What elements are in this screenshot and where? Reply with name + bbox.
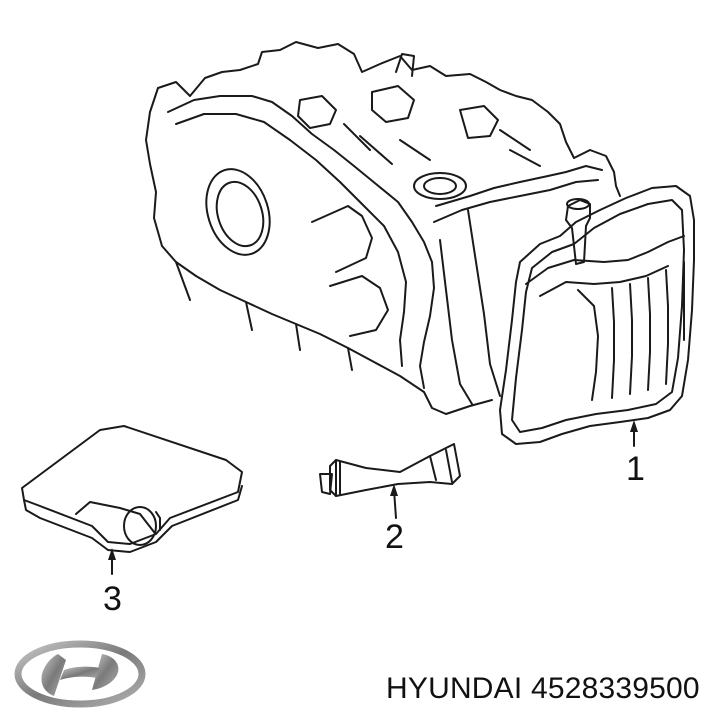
leader-arrow-2 [390,484,398,496]
callout-1: 1 [626,450,645,488]
oil-pan [499,185,695,445]
callout-3: 3 [103,580,122,618]
part-number-caption: HYUNDAI 4528339500 [386,672,700,705]
transmission-housing [145,41,621,415]
hyundai-logo-icon [14,640,146,708]
callout-2: 2 [385,518,404,556]
sealant-tube [319,443,461,497]
leader-arrow-1 [630,420,638,432]
filter [21,425,243,553]
leader-arrow-3 [108,548,116,560]
